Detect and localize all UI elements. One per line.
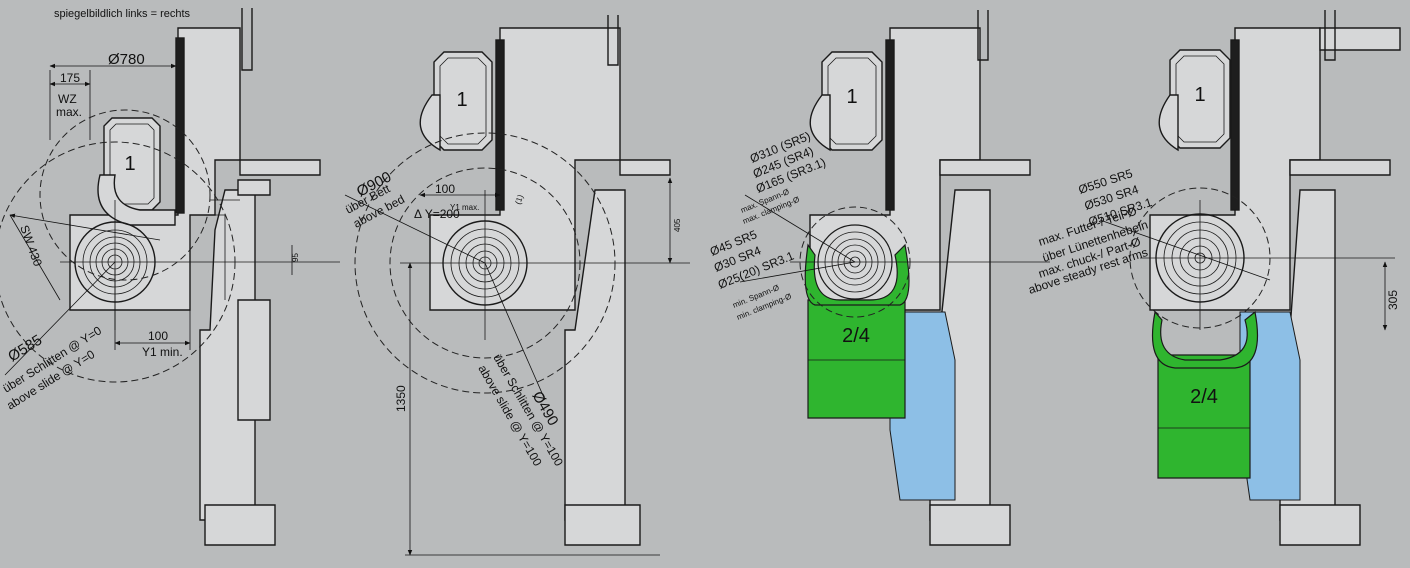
steady-rest-label: 2/4: [842, 325, 870, 347]
turret-number: 1: [456, 89, 467, 111]
turret-number: 1: [1194, 84, 1205, 106]
swing-circle-inner: [39, 109, 211, 281]
dim-780: Ø780: [108, 51, 145, 68]
dim-305: 305: [1386, 290, 1400, 310]
turret-number: 1: [846, 86, 857, 108]
dim-175: 175: [60, 71, 80, 85]
panel-4: 1 2/4 Ø550 SR5 Ø530 SR4 Ø510 SR3.1 max. …: [1027, 10, 1401, 546]
machine-body: [69, 27, 321, 546]
caption: spiegelbildlich links = rechts: [54, 8, 191, 20]
panel-2: 1 Ø900 über Bett above bed 100 Y1 max. Δ…: [343, 15, 690, 556]
machine-body: [429, 27, 671, 546]
tailstock-blue: [889, 311, 956, 501]
swing-circle: [0, 141, 236, 383]
y1-min: Y1 min.: [142, 345, 183, 359]
dim-sw430: SW 430: [17, 223, 45, 268]
spindle: [1140, 200, 1395, 330]
panel-3: 1 2/4 Ø310 (SR5) Ø245 (SR4) Ø165 (SR3.1)…: [708, 10, 1050, 546]
y1-max: Y1 max.: [450, 203, 479, 212]
spindle: [400, 190, 690, 340]
marker-1: (1): [513, 193, 525, 206]
wz-label: WZ: [58, 92, 77, 106]
max-label: max.: [56, 105, 82, 119]
swing-circle: [1129, 187, 1271, 329]
steady-rest-label: 2/4: [1190, 386, 1218, 408]
dim-95: 95: [291, 253, 300, 262]
turret-number: 1: [124, 153, 135, 175]
swing-circle: [389, 167, 581, 359]
swing-circle: [799, 206, 911, 318]
panel-1: 1 175 Ø780 WZ max. SW 430 95 Ø585: [0, 8, 340, 546]
spindle: [790, 231, 1050, 293]
dim-1350: 1350: [394, 385, 408, 412]
dim-405: 405: [673, 218, 682, 232]
turret-1: 1: [1169, 49, 1231, 149]
steady-rest: 2/4: [1151, 310, 1259, 479]
turret-1: 1: [821, 51, 883, 151]
swing-circle-outer: [354, 132, 616, 394]
dim-100: 100: [148, 329, 168, 343]
dim-100: 100: [435, 182, 455, 196]
delta-y: Δ Y=200: [414, 207, 460, 221]
turret-1: 1: [433, 51, 493, 151]
steady-rest: 2/4: [804, 224, 910, 419]
